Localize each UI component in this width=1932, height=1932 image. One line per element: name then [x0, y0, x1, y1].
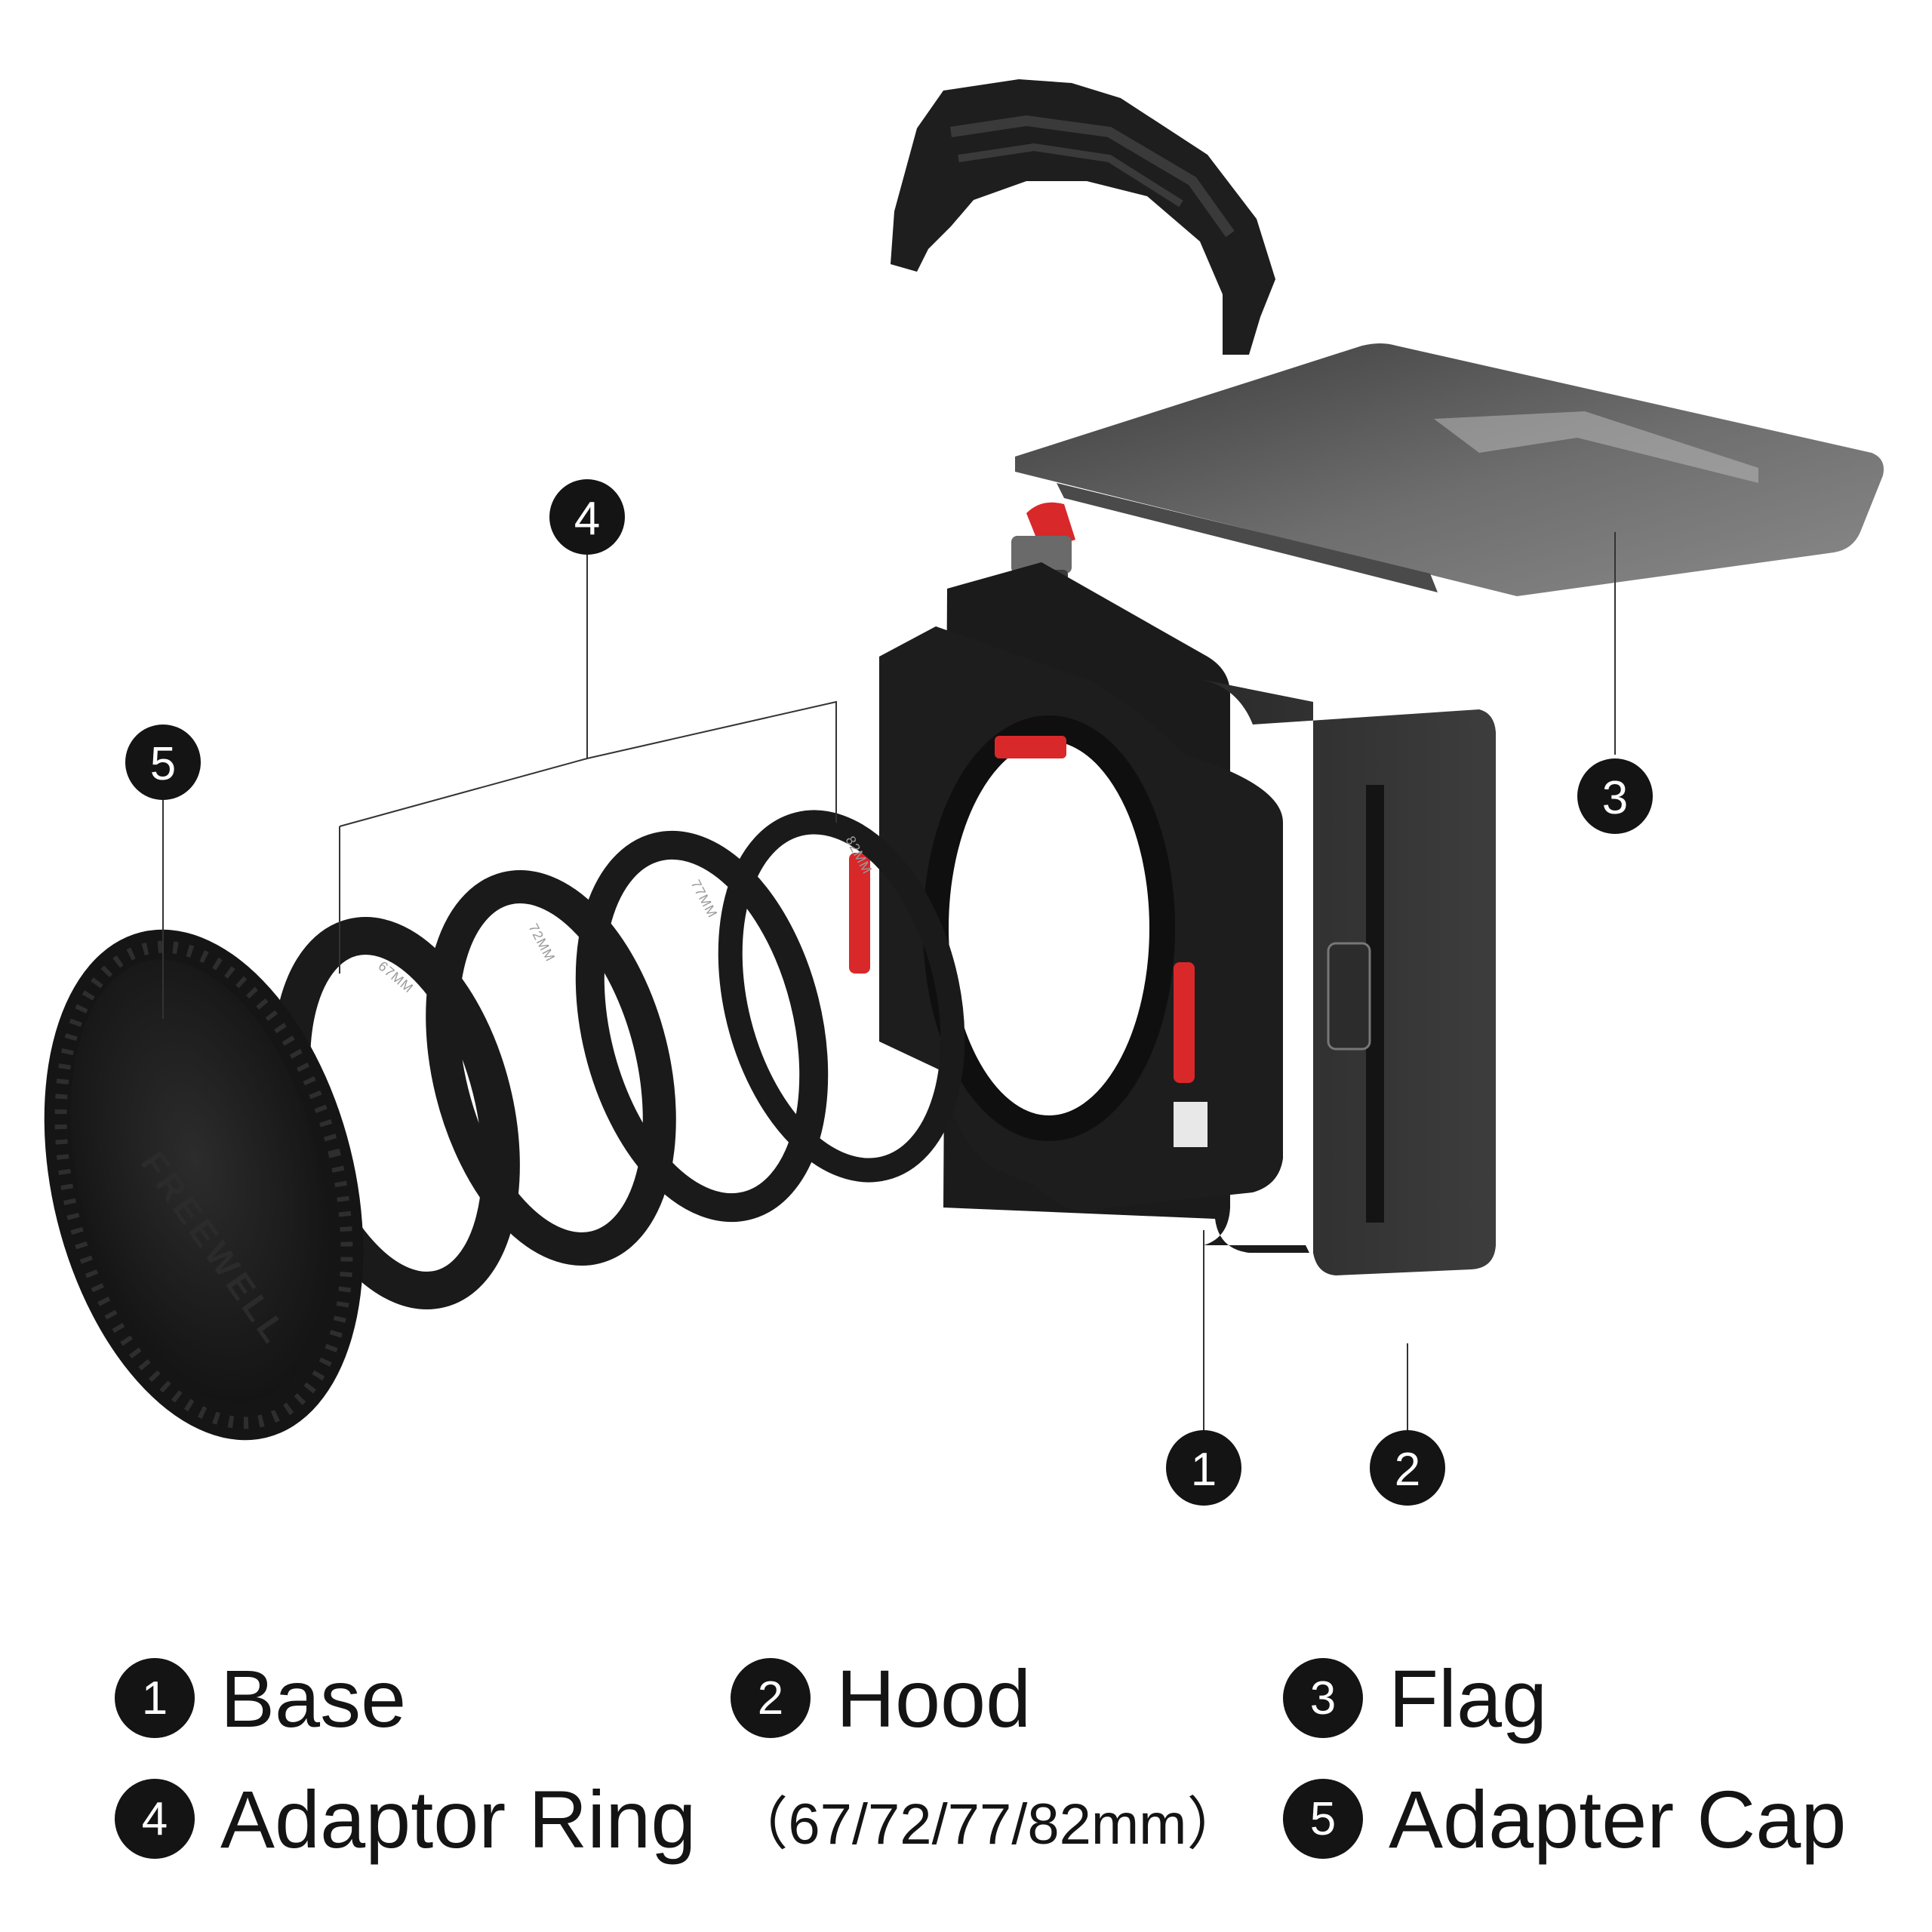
legend-item-flag: 3 Flag — [1283, 1652, 1548, 1744]
callout-badge-5: 5 — [125, 724, 201, 800]
svg-text:2: 2 — [1395, 1444, 1420, 1496]
legend-badge-2: 2 — [731, 1658, 811, 1738]
flag-panel — [1015, 343, 1884, 755]
svg-text:1: 1 — [1191, 1444, 1217, 1496]
leader-lines — [162, 543, 837, 1019]
ring-72mm — [426, 870, 676, 1266]
legend-item-base: 1 Base — [115, 1652, 407, 1744]
legend-label-flag: Flag — [1389, 1652, 1548, 1744]
ring-label-72: 72MM — [525, 921, 558, 964]
ring-82mm — [718, 810, 965, 1183]
svg-text:3: 3 — [1602, 772, 1628, 824]
legend-label-hood: Hood — [836, 1652, 1032, 1744]
legend: 1 Base 2 Hood 3 Flag 4 Adaptor Ring （67/… — [0, 1623, 1932, 1924]
legend-badge-3: 3 — [1283, 1658, 1363, 1738]
legend-badge-5: 5 — [1283, 1779, 1363, 1859]
adapter-cap: FREEWELL — [44, 929, 364, 1441]
ring-77mm — [575, 830, 829, 1223]
adaptor-rings: 82MM 77MM 72MM 67MM — [272, 810, 965, 1309]
leader-line-4 — [586, 543, 837, 823]
callout-badge-4: 4 — [549, 479, 625, 555]
ring-label-77: 77MM — [688, 877, 720, 920]
callout-badge-2: 2 — [1370, 1430, 1445, 1506]
legend-item-adapter-cap: 5 Adapter Cap — [1283, 1773, 1847, 1865]
callout-badge-1: 1 — [1166, 1430, 1241, 1506]
legend-label-adaptor-ring: Adaptor Ring — [220, 1773, 697, 1865]
legend-note-ring-sizes: （67/72/77/82mm） — [731, 1792, 1244, 1857]
svg-text:4: 4 — [574, 493, 600, 545]
svg-text:5: 5 — [150, 738, 176, 790]
filter-holder-clip — [891, 79, 1275, 355]
legend-item-hood: 2 Hood — [731, 1652, 1032, 1744]
legend-label-adapter-cap: Adapter Cap — [1389, 1773, 1847, 1865]
legend-label-base: Base — [220, 1652, 407, 1744]
legend-item-adaptor-ring: 4 Adaptor Ring （67/72/77/82mm） — [115, 1773, 1244, 1865]
callout-badge-3: 3 — [1577, 758, 1653, 834]
legend-badge-1: 1 — [115, 1658, 195, 1738]
legend-badge-4: 4 — [115, 1779, 195, 1859]
